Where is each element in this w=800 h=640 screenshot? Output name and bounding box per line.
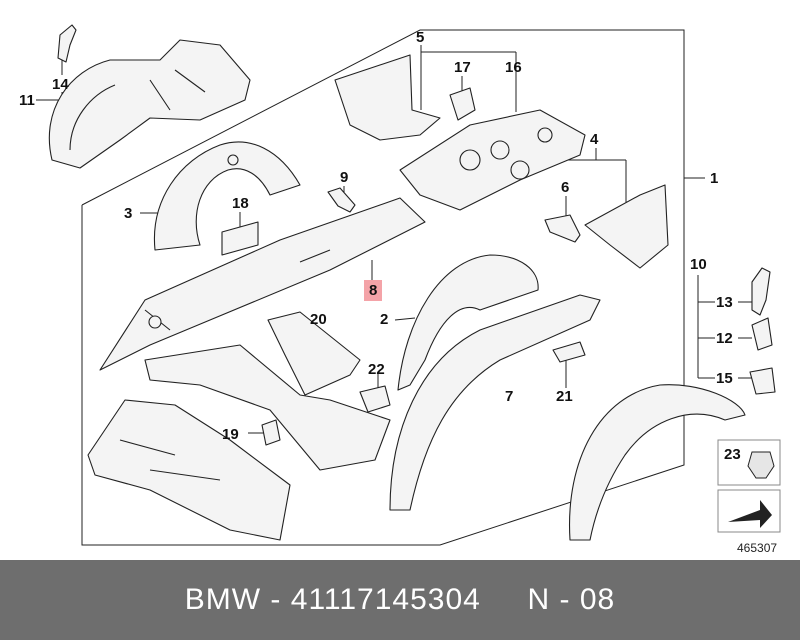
part-6-clip xyxy=(544,214,581,243)
part-14-clip xyxy=(57,24,77,63)
callout-1: 1 xyxy=(710,170,719,187)
part-20-bracket xyxy=(267,311,361,396)
crossmember xyxy=(144,344,391,471)
callout-7: 7 xyxy=(505,388,514,405)
callout-16: 16 xyxy=(505,59,522,76)
callout-13: 13 xyxy=(716,294,733,311)
part-15-clip xyxy=(749,367,776,395)
callout-8-highlighted: 8 xyxy=(364,280,383,301)
callout-18: 18 xyxy=(232,195,249,212)
orientation-box xyxy=(717,489,781,533)
callout-17: 17 xyxy=(454,59,471,76)
callout-10: 10 xyxy=(690,256,707,273)
callout-22: 22 xyxy=(368,361,385,378)
callout-20: 20 xyxy=(310,311,327,328)
callout-12: 12 xyxy=(716,330,733,347)
callout-15: 15 xyxy=(716,370,733,387)
callout-19: 19 xyxy=(222,426,239,443)
callout-14: 14 xyxy=(52,76,69,93)
orientation-arrow-icon xyxy=(728,500,772,528)
callout-11: 11 xyxy=(19,92,35,109)
callout-2: 2 xyxy=(380,311,389,328)
part-9-bracket xyxy=(327,187,356,213)
part-12-clip xyxy=(751,317,773,351)
parts-diagram xyxy=(36,24,781,546)
callout-3: 3 xyxy=(124,205,133,222)
part-19-bracket xyxy=(261,419,281,446)
part-13-clip xyxy=(751,267,771,316)
part-18-bracket xyxy=(221,221,259,256)
callout-5: 5 xyxy=(416,29,425,46)
callout-6: 6 xyxy=(561,179,570,196)
callout-21: 21 xyxy=(556,388,573,405)
part-7-rail xyxy=(389,294,601,511)
part-3-wheel-arch xyxy=(153,141,301,251)
callout-23: 23 xyxy=(724,446,741,463)
part-4-bracket xyxy=(584,184,669,269)
part-number-footer: BMW - 41117145304 N - 08 xyxy=(0,560,800,640)
part-2-wheel-arch xyxy=(397,254,539,391)
part-17-bracket xyxy=(449,87,476,121)
callout-4: 4 xyxy=(590,131,599,148)
part-5-panel xyxy=(334,54,441,141)
part-10-wheel-arch-liner xyxy=(568,384,746,541)
part-22-bracket xyxy=(359,385,391,413)
part-21-clip xyxy=(552,341,586,363)
part-8-side-member xyxy=(99,197,426,371)
floor-panel xyxy=(87,399,291,541)
callout-9: 9 xyxy=(340,169,349,186)
assembly-frame-outline xyxy=(81,29,685,546)
part-11-wheelhouse-liner xyxy=(48,39,251,169)
part-number-text: BMW - 41117145304 N - 08 xyxy=(184,583,616,616)
diagram-reference-number: 465307 xyxy=(737,541,778,555)
